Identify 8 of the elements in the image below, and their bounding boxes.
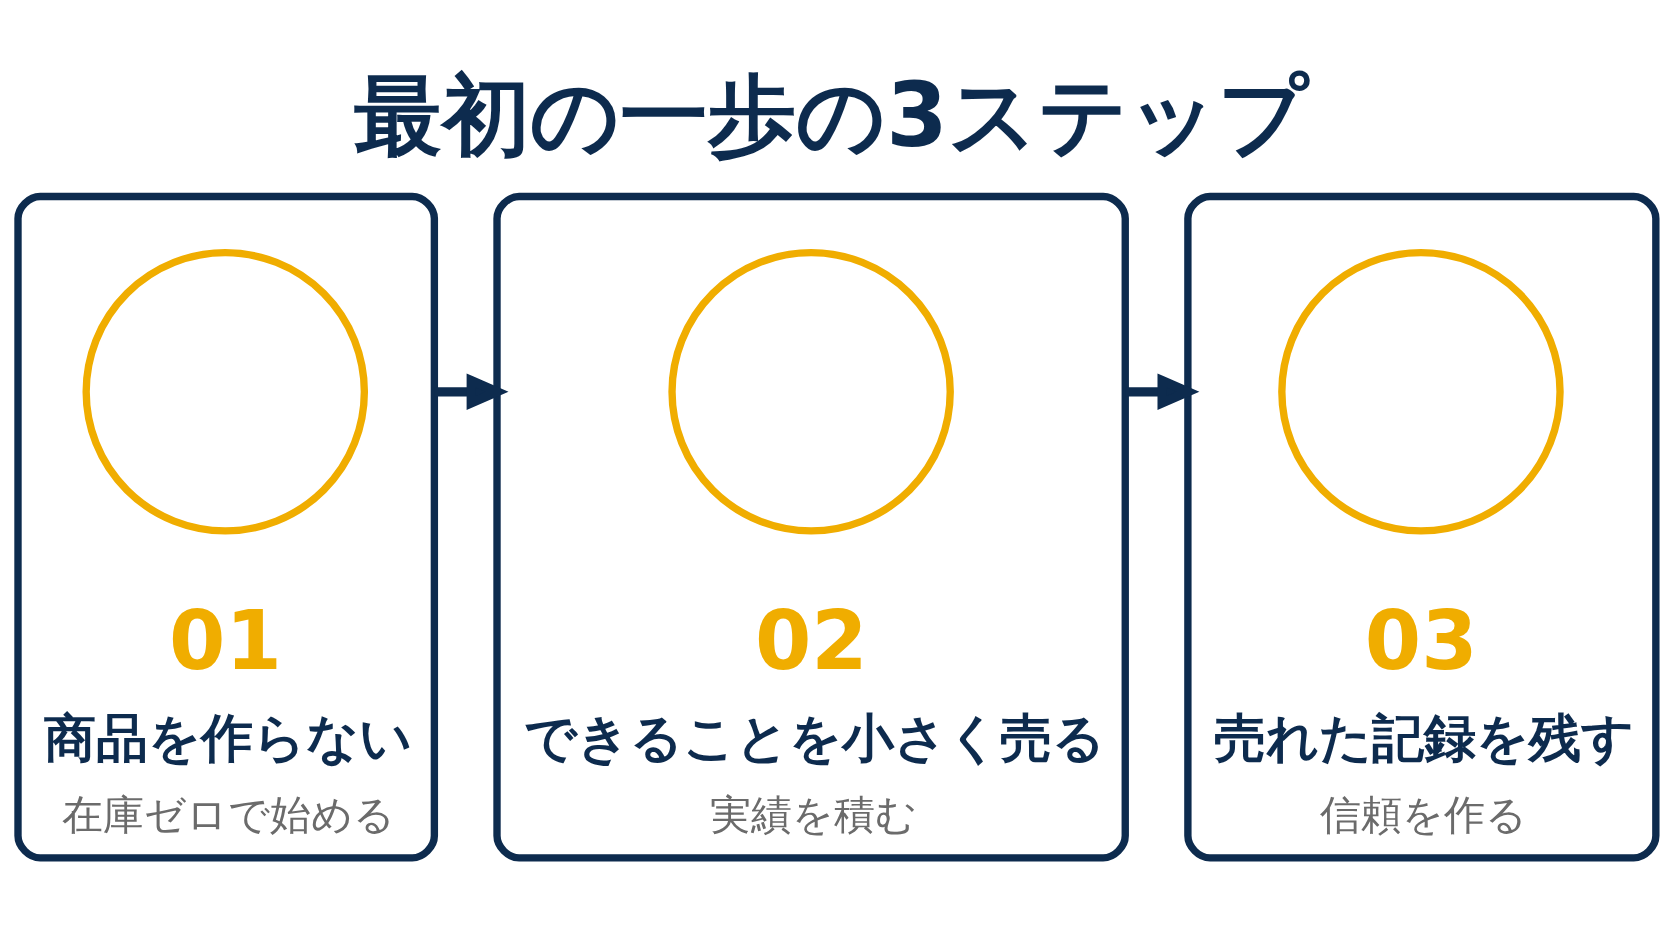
node-circle [1278,248,1564,535]
node-circle [668,248,954,535]
cluster: 03 売れた記録を残す 信頼を作る [1184,192,1660,862]
diagram-title: 最初の一歩の3ステップ [354,63,1308,167]
cluster: 01 商品を作らない 在庫ゼロで始める [14,192,439,862]
cluster: 02 できることを小さく売る 実績を積む [493,192,1129,862]
arrow [1125,372,1200,410]
node-circle [82,248,369,535]
